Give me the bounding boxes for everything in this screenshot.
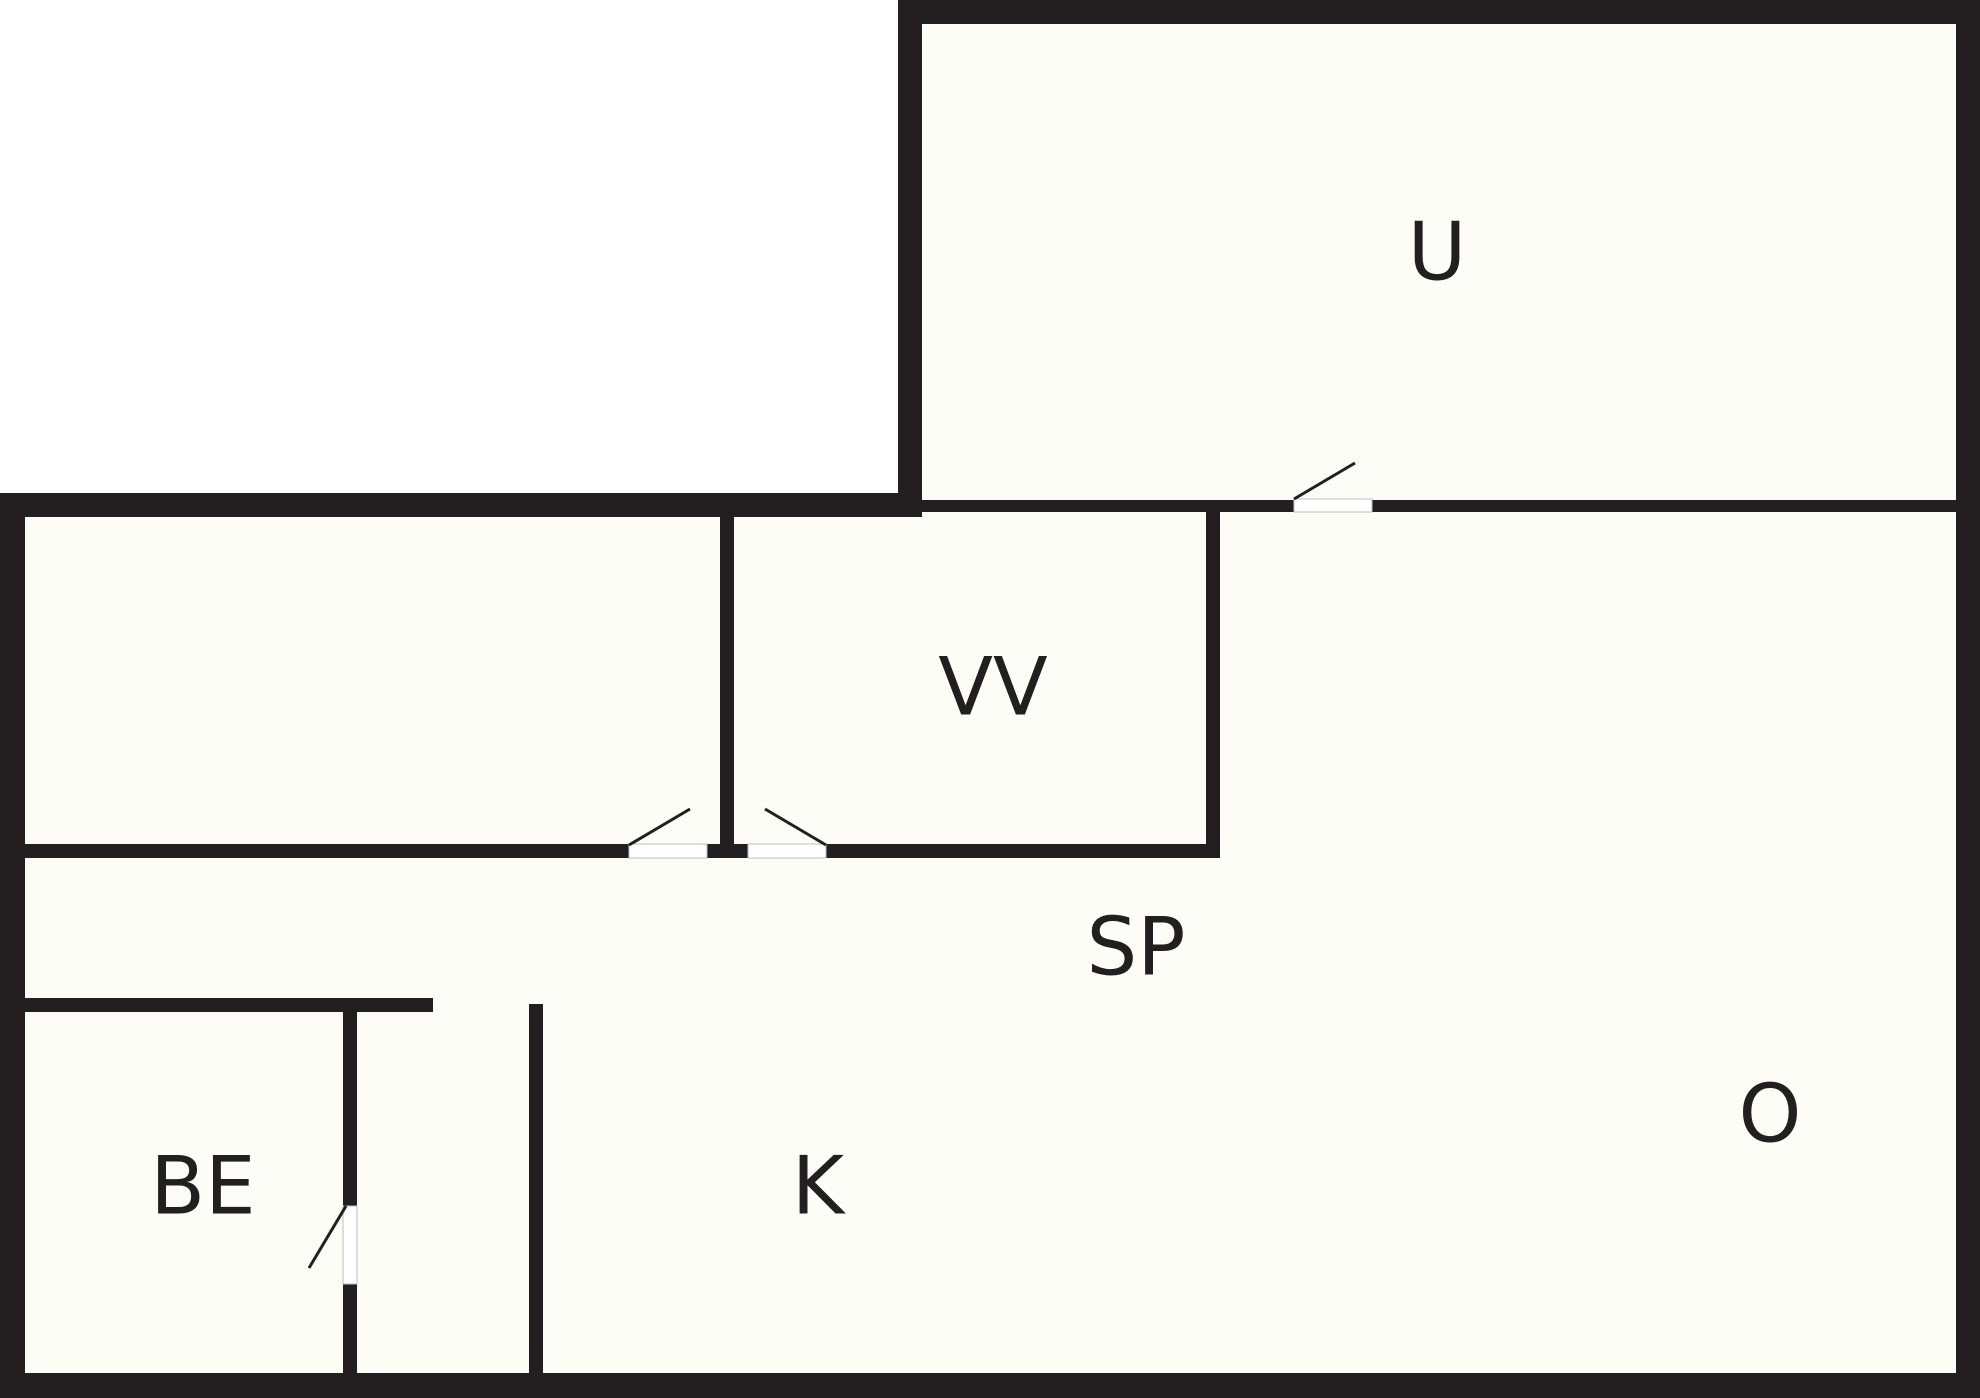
- floor-lower: [12, 506, 1970, 1386]
- room-labels: U VV SP O BE K: [150, 206, 1801, 1233]
- wall-u-bottom: [922, 500, 1956, 512]
- door-u: [1293, 498, 1373, 513]
- room-label-be: BE: [150, 1140, 255, 1233]
- room-label-vv: VV: [938, 641, 1048, 734]
- wall-k-left: [529, 1004, 543, 1374]
- door-swing-be: [307, 1205, 348, 1269]
- wall-bedroom-vv-divider: [720, 514, 734, 845]
- room-label-u: U: [1408, 206, 1467, 299]
- wall-left-u: [898, 0, 922, 517]
- wall-right: [1956, 0, 1980, 1398]
- floor-u: [912, 12, 1970, 512]
- door-be: [342, 1205, 358, 1285]
- door-swing-bedroom: [628, 807, 691, 847]
- room-label-k: K: [792, 1140, 847, 1233]
- door-bedroom: [628, 843, 708, 859]
- door-vv: [747, 843, 827, 859]
- wall-top-u: [898, 0, 1980, 24]
- door-swing-u: [1293, 461, 1356, 501]
- wall-vv-right: [1206, 506, 1220, 858]
- room-label-o: O: [1739, 1068, 1802, 1161]
- wall-be-right: [343, 1005, 357, 1375]
- wall-left: [0, 493, 25, 1398]
- door-swing-vv: [764, 807, 827, 847]
- wall-top-left: [0, 493, 922, 517]
- wall-be-top: [25, 998, 433, 1012]
- room-label-sp: SP: [1086, 901, 1185, 994]
- wall-bottom: [0, 1373, 1980, 1398]
- doors: [307, 461, 1373, 1285]
- floor-areas: [12, 12, 1970, 1386]
- wall-corridor-top: [25, 844, 1220, 858]
